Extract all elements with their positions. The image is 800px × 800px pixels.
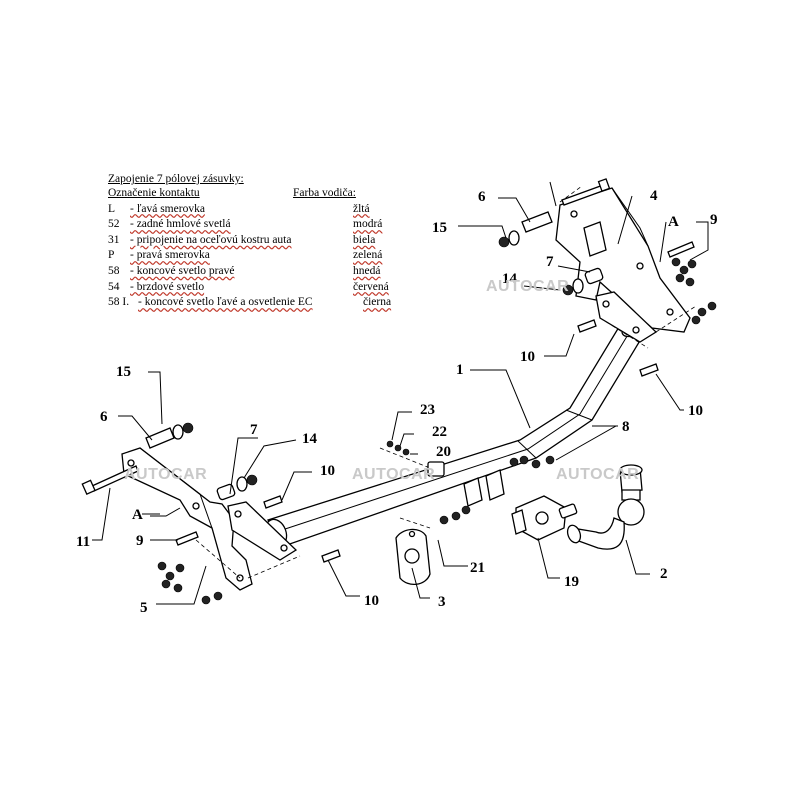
label-part-1: 1 [456,362,464,378]
legend-row: 31 - pripojenie na oceľovú kostru auta b… [108,233,408,249]
watermark-center: AUTOCAR [352,466,436,483]
label-part-9-top: 9 [710,212,718,228]
label-part-6-left: 6 [100,409,108,425]
fastener-stack-20-23 [386,440,445,477]
fastener-stack-9-left [157,531,199,593]
legend-row: L - ľavá smerovka žltá [108,202,408,218]
legend-code: 54 [108,280,120,293]
assembly-guides [195,185,697,579]
electrical-socket [511,495,578,541]
legend-row: 54 - brzdové svetlo červená [108,280,408,296]
label-part-2: 2 [660,566,668,582]
legend-caption: Zapojenie 7 pólovej zásuvky: [108,173,244,185]
legend-desc: - koncové svetlo pravé [130,264,235,277]
label-part-6-top: 6 [478,189,486,205]
fastener-stack-10-d [201,549,341,605]
legend-header: Označenie kontaktu Farba vodiča: [108,186,408,202]
legend-desc: - ľavá smerovka [130,202,205,215]
fastener-stack-15-left [172,422,194,440]
legend-desc: - koncové svetlo ľavé a osvetlenie EC [138,296,313,309]
label-part-10-d: 10 [364,593,379,609]
legend-code: L [108,202,116,215]
label-detail-a-top: A [668,214,679,230]
legend-header-color: Farba vodiča: [293,187,356,199]
right-spacer-plate [595,291,658,343]
label-part-7-left: 7 [250,422,258,438]
legend-code: 52 [108,218,120,231]
left-spacer-plate [227,501,298,561]
label-part-5: 5 [140,600,148,616]
legend-desc: - zadné hmlové svetlá [130,218,231,231]
label-part-10-a: 10 [520,349,535,365]
label-part-3: 3 [438,594,446,610]
fastener-stack-10-b [639,363,659,377]
left-side-bracket [121,447,253,591]
leader-lines [92,181,709,605]
legend-wire-color: hnedá [353,264,381,277]
wiring-legend: Zapojenie 7 pólovej zásuvky: Označenie k… [108,172,408,311]
legend-desc: - pripojenie na oceľovú kostru auta [130,233,292,246]
watermark-right: AUTOCAR [556,466,640,483]
fastener-stack-10-a [577,301,717,333]
long-bolt-top [561,178,611,206]
legend-row: 58 - koncové svetlo pravé hnedá [108,264,408,280]
label-part-9-left: 9 [136,533,144,549]
label-part-4: 4 [650,188,658,204]
label-part-19: 19 [564,574,579,590]
legend-code: 58 I. [108,296,130,309]
spacer-tube-left [145,427,175,449]
legend-desc: - pravá smerovka [130,249,210,262]
fastener-stack-7-14-top [562,267,604,296]
label-part-8: 8 [622,419,630,435]
legend-wire-color: čierna [363,296,392,309]
label-part-20: 20 [436,444,451,460]
label-part-7-top: 7 [546,254,554,270]
label-part-21: 21 [470,560,485,576]
label-part-11: 11 [76,534,90,550]
legend-row: P - pravá smerovka zelená [108,248,408,264]
label-detail-a-left: A [132,507,143,523]
part-labels: 1 2 3 4 5 6 6 7 7 8 9 9 10 10 10 10 11 1… [76,188,718,616]
legend-wire-color: modrá [353,218,383,231]
fastener-stack-9-top [667,241,697,287]
tow-ball [566,464,645,550]
legend-code: P [108,249,115,262]
label-part-15-left: 15 [116,364,131,380]
label-part-22: 22 [432,424,447,440]
label-part-14-left: 14 [302,431,318,447]
label-part-14-top: 14 [502,271,518,287]
fastener-stack-15-top [498,230,520,248]
fastener-stack-7-14-left [216,474,258,501]
legend-row: 58 I. - koncové svetlo ľavé a osvetlenie… [108,295,408,311]
legend-wire-color: zelená [353,249,383,262]
legend-desc: - brzdové svetlo [130,280,205,293]
legend-wire-color: červená [353,280,389,293]
watermark-left: AUTOCAR [124,466,208,483]
label-part-15-top: 15 [432,220,447,236]
legend-code: 31 [108,233,120,246]
legend-row: 52 - zadné hmlové svetlá modrá [108,217,408,233]
legend-code: 58 [108,264,120,277]
label-part-23: 23 [420,402,435,418]
legend-wire-color: žltá [353,202,370,215]
socket-mount-tabs [463,469,505,507]
watermark-top: AUTOCAR [486,278,570,295]
fastener-stack-8 [439,455,555,525]
spacer-tube-top [521,211,553,233]
legend-wire-color: biela [353,233,376,246]
fastener-stack-10-c [263,495,283,509]
socket-plate [395,528,431,585]
label-part-10-b: 10 [688,403,703,419]
legend-header-contact: Označenie kontaktu [108,187,200,199]
label-part-10-c: 10 [320,463,335,479]
long-bolt-left-11 [81,465,139,495]
